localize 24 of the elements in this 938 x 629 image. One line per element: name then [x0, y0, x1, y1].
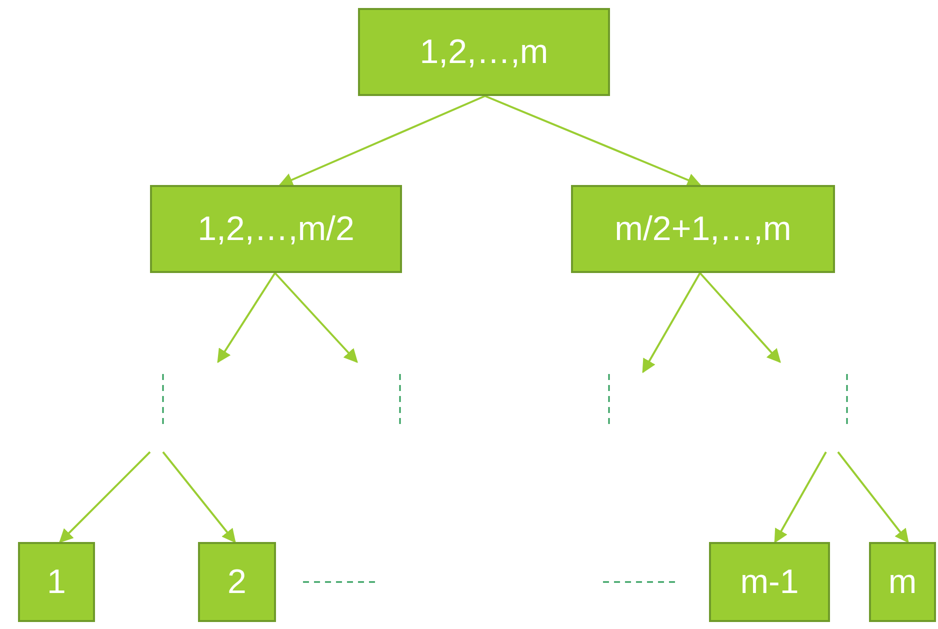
range-box [198, 542, 276, 622]
range-box [358, 8, 610, 96]
range-label: 2 [228, 562, 246, 602]
arrow [837, 451, 909, 544]
arrow [162, 451, 236, 544]
range-label: m/2+1,…,m [614, 210, 792, 248]
range-label: 1 [47, 562, 66, 602]
range-box [18, 542, 95, 622]
range-label: m-1 [740, 562, 799, 602]
arrow [274, 272, 358, 364]
arrow [278, 95, 486, 186]
arrow [642, 272, 701, 374]
range-label: 1,2,…,m/2 [198, 210, 354, 248]
range-label: 1,2,…,m [420, 32, 548, 72]
range-box [709, 542, 830, 622]
range-box [150, 185, 402, 273]
arrow [59, 451, 151, 543]
range-box [869, 542, 936, 622]
arrow [699, 272, 781, 364]
range-box [571, 185, 835, 273]
arrow [774, 452, 827, 544]
arrow [484, 95, 702, 187]
range-label: m [888, 562, 917, 602]
arrow [217, 272, 276, 364]
